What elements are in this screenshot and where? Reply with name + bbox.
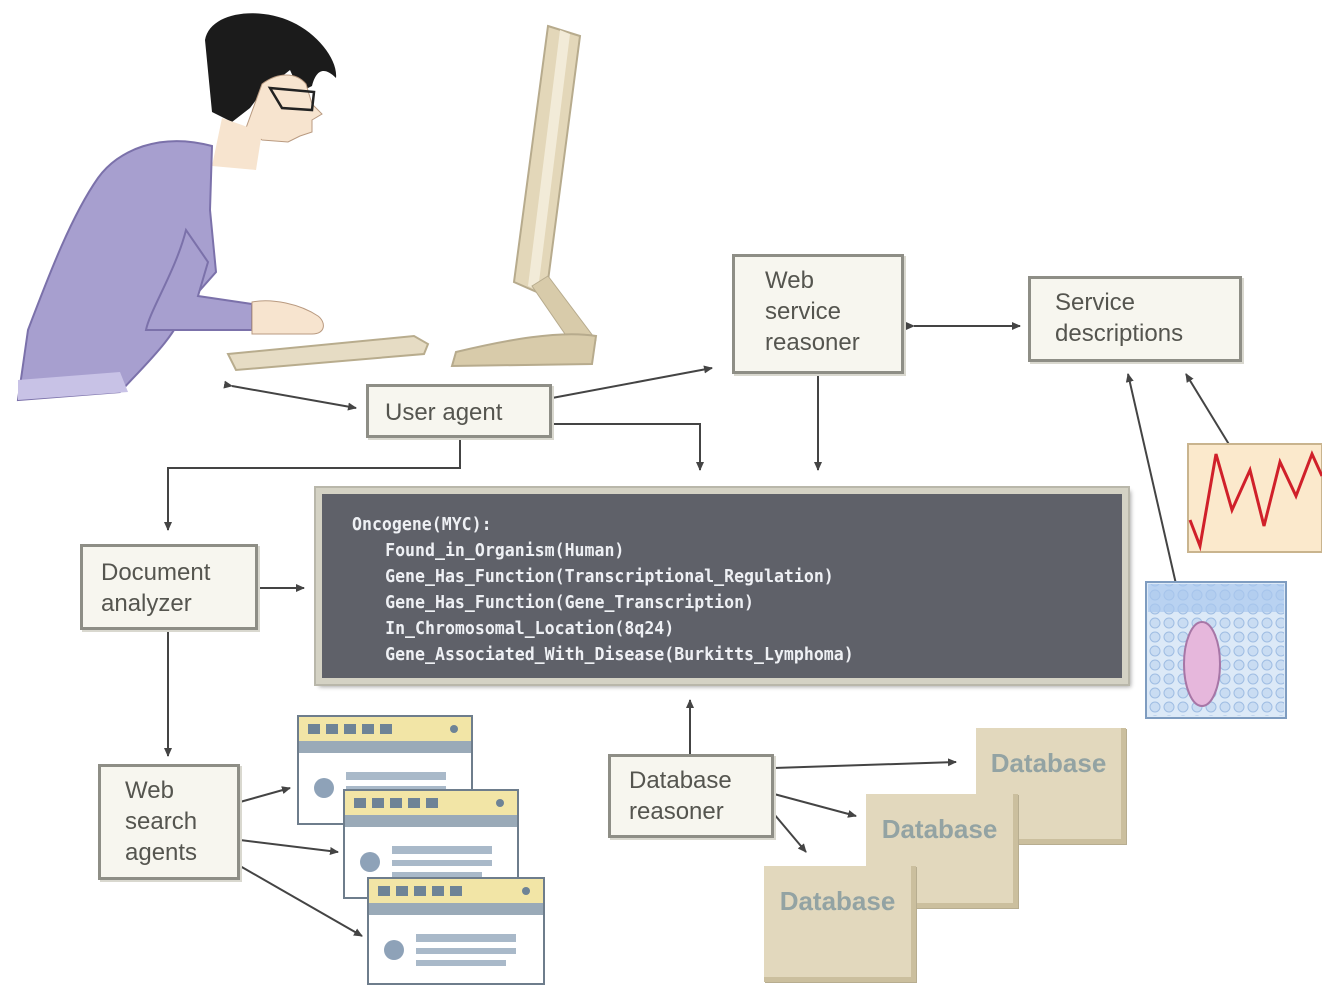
ontology-code-panel: Oncogene(MYC): Found_in_Organism(Human) … [316,488,1128,684]
monitor-illustration [450,24,598,368]
cell-microscopy-thumbnail [1145,581,1287,719]
code-line: Found_in_Organism(Human) [385,540,625,561]
web-search-agents-box: Web search agents [98,764,240,880]
code-line: Gene_Has_Function(Gene_Transcription) [385,592,755,613]
document-analyzer-box: Document analyzer [80,544,258,630]
keyboard-illustration [226,334,430,372]
code-header: Oncogene(MYC): [352,514,492,535]
user-illustration [16,13,337,402]
connectors [164,322,1231,937]
service-descriptions-box: Service descriptions [1028,276,1242,362]
code-line: Gene_Associated_With_Disease(Burkitts_Ly… [385,644,854,665]
database-card: Database [764,866,916,982]
web-page-icon [367,877,545,985]
code-line: In_Chromosomal_Location(8q24) [385,618,675,639]
code-line: Gene_Has_Function(Transcriptional_Regula… [385,566,834,587]
web-service-reasoner-box: Web service reasoner [732,254,904,374]
user-agent-box: User agent [366,384,552,438]
line-chart-thumbnail [1187,443,1322,553]
database-card: Database [976,728,1126,844]
database-reasoner-box: Database reasoner [608,754,774,838]
